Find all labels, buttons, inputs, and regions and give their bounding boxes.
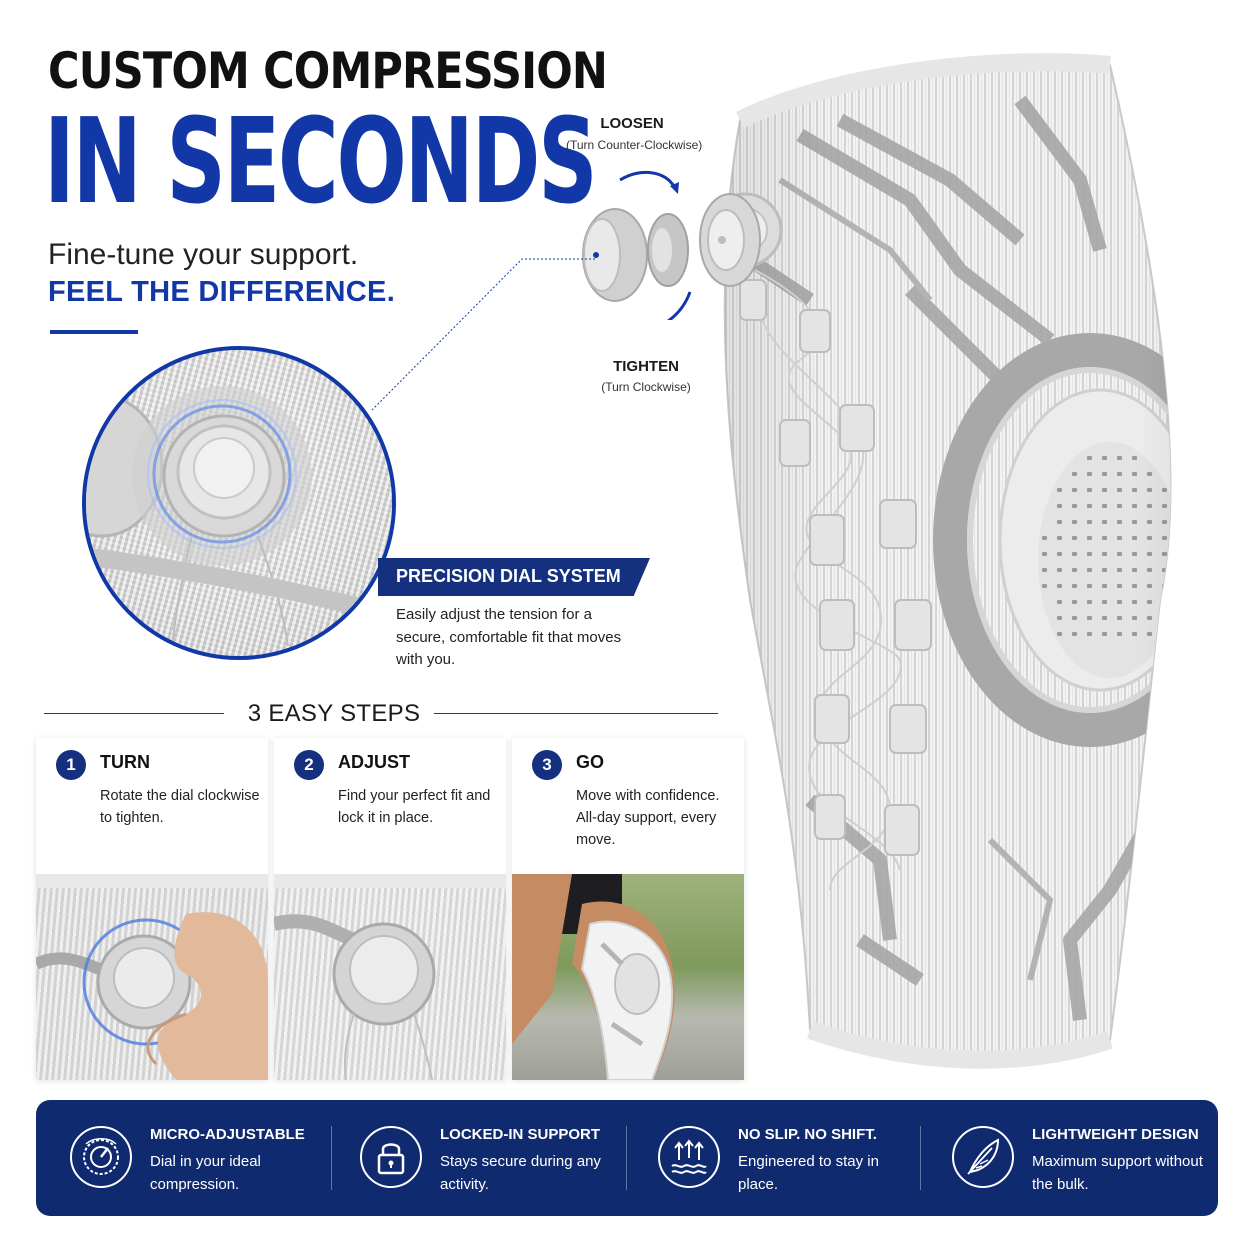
feature-description: Dial in your ideal compression. xyxy=(150,1153,261,1193)
steps-title: 3 EASY STEPS xyxy=(247,700,421,727)
feature-title: NO SLIP. NO SHIFT. xyxy=(738,1126,877,1143)
precision-title-banner: PRECISION DIAL SYSTEM xyxy=(378,558,650,596)
step-number: 2 xyxy=(294,750,324,780)
steps-divider-right xyxy=(434,713,718,714)
feature-divider xyxy=(626,1126,627,1190)
arrows-up-waves-icon xyxy=(658,1126,720,1188)
gauge-icon xyxy=(70,1126,132,1188)
subheadline: Fine-tune your support. xyxy=(48,238,359,271)
loosen-hint: (Turn Counter-Clockwise) xyxy=(566,138,703,152)
headline-line1: CUSTOM COMPRESSION xyxy=(48,42,608,100)
feature-title: LIGHTWEIGHT DESIGN xyxy=(1032,1126,1199,1143)
loosen-label: LOOSEN xyxy=(600,115,664,132)
step-photo-running xyxy=(512,874,744,1080)
step-photo-turn-dial xyxy=(36,874,268,1080)
exploded-dial-image xyxy=(582,170,761,320)
feature-description: Stays secure during any activity. xyxy=(440,1153,601,1193)
step-number: 3 xyxy=(532,750,562,780)
step-number: 1 xyxy=(56,750,86,780)
steps-divider-left xyxy=(44,713,224,714)
step-card-adjust: 2 ADJUST Find your perfect fit and lock … xyxy=(274,738,506,1080)
dial-closeup-image xyxy=(82,346,396,660)
tighten-hint: (Turn Clockwise) xyxy=(601,380,691,394)
tighten-label: TIGHTEN xyxy=(613,358,679,375)
callout-connector-line xyxy=(371,258,595,411)
headline-line2: IN SECONDS xyxy=(44,92,598,230)
feature-title: LOCKED-IN SUPPORT xyxy=(440,1126,601,1143)
step-title: ADJUST xyxy=(338,752,411,772)
headline-underline xyxy=(50,330,138,334)
feature-divider xyxy=(331,1126,332,1190)
subheadline-emphasis: FEEL THE DIFFERENCE. xyxy=(48,276,396,308)
feature-description: Maximum support without the bulk. xyxy=(1032,1153,1203,1193)
step-description: Find your perfect fit and lock it in pla… xyxy=(338,788,491,826)
step-description: Move with confidence. All-day support, e… xyxy=(576,788,720,848)
feature-divider xyxy=(920,1126,921,1190)
step-title: GO xyxy=(576,752,605,772)
step-title: TURN xyxy=(100,752,150,772)
step-photo-adjust-dial xyxy=(274,874,506,1080)
feature-bar: MICRO-ADJUSTABLE Dial in your ideal comp… xyxy=(36,1100,1218,1216)
step-description: Rotate the dial clockwise to tighten. xyxy=(100,788,260,826)
feature-description: Engineered to stay in place. xyxy=(738,1153,879,1193)
precision-description: Easily adjust the tension for a secure, … xyxy=(396,606,622,668)
feature-title: MICRO-ADJUSTABLE xyxy=(150,1126,305,1143)
lock-icon xyxy=(360,1126,422,1188)
feather-icon xyxy=(952,1126,1014,1188)
step-card-turn: 1 TURN Rotate the dial clockwise to tigh… xyxy=(36,738,268,1080)
step-card-go: 3 GO Move with confidence. All-day suppo… xyxy=(512,738,744,1080)
knee-sleeve-image xyxy=(707,53,1172,1069)
